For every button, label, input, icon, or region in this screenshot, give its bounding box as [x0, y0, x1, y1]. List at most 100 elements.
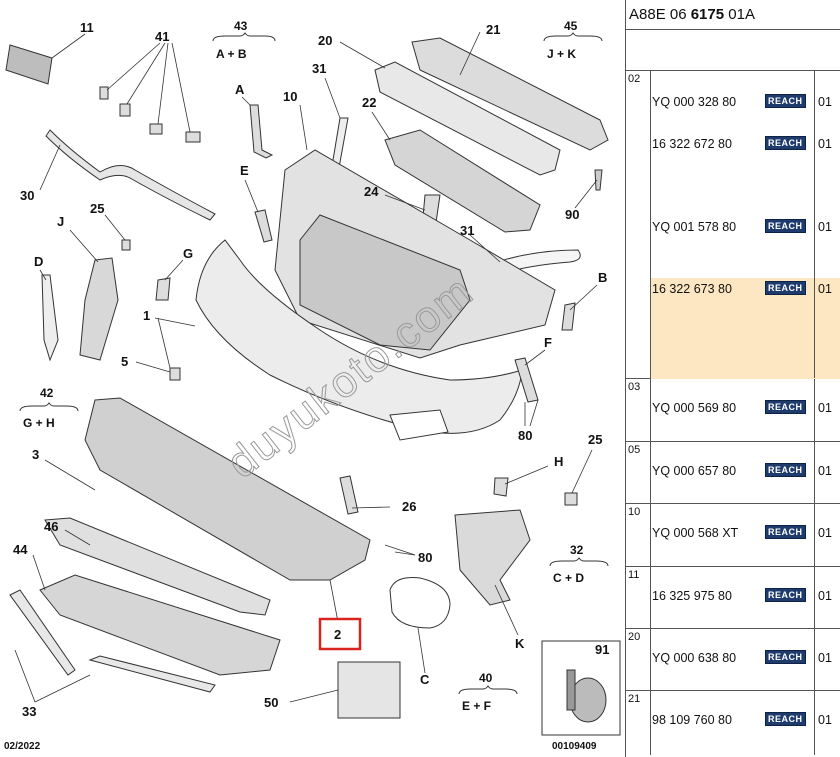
reach-badge: REACH: [765, 219, 806, 233]
column-divider: [650, 71, 651, 378]
part-row[interactable]: YQ 000 328 80 REACH 01: [652, 93, 840, 111]
part-number[interactable]: 16 325 975 80: [652, 589, 732, 603]
group-42-num: 42: [40, 386, 54, 400]
part-row[interactable]: 16 325 975 80 REACH 01: [652, 587, 840, 605]
callout-41: 41: [155, 29, 169, 44]
part-number[interactable]: 98 109 760 80: [652, 713, 732, 727]
parts-group-03: 03 YQ 000 569 80 REACH 01: [626, 379, 840, 442]
part-number[interactable]: YQ 000 638 80: [652, 651, 737, 665]
part-26-bracket: [339, 475, 359, 515]
exploded-parts-diagram: duyukoto.com 11 41 20 21 31 A 10 22 30 2…: [4, 19, 621, 752]
reference-header: A88E 06 6175 01A: [626, 0, 840, 30]
part-number[interactable]: 16 322 673 80: [652, 282, 732, 296]
part-number[interactable]: YQ 001 578 80: [652, 220, 737, 234]
part-row[interactable]: 98 109 760 80 REACH 01: [652, 711, 840, 729]
group-number: 21: [628, 693, 641, 705]
group-32-letters: C + D: [553, 571, 584, 585]
part-K-bracket: [454, 509, 531, 606]
part-row[interactable]: YQ 000 569 80 REACH 01: [652, 399, 840, 417]
column-divider: [650, 379, 651, 441]
column-divider: [650, 691, 651, 755]
column-divider: [814, 504, 815, 566]
part-row[interactable]: YQ 000 638 80 REACH 01: [652, 649, 840, 667]
parts-group-11: 11 16 325 975 80 REACH 01: [626, 567, 840, 629]
part-row[interactable]: YQ 001 578 80 REACH 01: [652, 218, 840, 236]
callout-2[interactable]: 2: [334, 627, 341, 642]
part-41-clip: [149, 123, 163, 135]
reach-badge: REACH: [765, 525, 806, 539]
callout-E: E: [240, 163, 249, 178]
part-row[interactable]: 16 322 672 80 REACH 01: [652, 135, 840, 153]
parts-group-05: 05 YQ 000 657 80 REACH 01: [626, 442, 840, 504]
part-41-clip: [99, 86, 109, 100]
callout-80-upper: 80: [518, 428, 532, 443]
part-number[interactable]: YQ 000 328 80: [652, 95, 737, 109]
reach-badge: REACH: [765, 588, 806, 602]
part-row[interactable]: YQ 000 657 80 REACH 01: [652, 462, 840, 480]
callout-80-lower: 80: [418, 550, 432, 565]
callout-21: 21: [486, 22, 500, 37]
column-divider: [650, 442, 651, 503]
group-number: 10: [628, 506, 641, 518]
part-quantity: 01: [818, 713, 832, 727]
group-number: 11: [628, 569, 640, 581]
reach-badge: REACH: [765, 281, 806, 295]
part-quantity: 01: [818, 401, 832, 415]
callout-20: 20: [318, 33, 332, 48]
reach-badge: REACH: [765, 400, 806, 414]
highlight-box[interactable]: [318, 617, 362, 651]
part-quantity: 01: [818, 282, 832, 296]
callout-1: 1: [143, 308, 150, 323]
group-43-letters: A + B: [216, 47, 247, 61]
part-B: [561, 302, 576, 331]
brace-icon: [212, 32, 276, 42]
group-40-num: 40: [479, 671, 493, 685]
column-divider: [650, 629, 651, 690]
column-divider: [650, 567, 651, 628]
part-quantity: 01: [818, 651, 832, 665]
part-D-strip: [41, 274, 59, 362]
part-number[interactable]: YQ 000 568 XT: [652, 526, 739, 540]
callout-31: 31: [312, 61, 326, 76]
parts-group-21: 21 98 109 760 80 REACH 01: [626, 691, 840, 755]
brace-icon: [458, 685, 518, 695]
column-divider: [814, 442, 815, 503]
parts-group-02: 02 YQ 000 328 80 REACH 01 16 322 672 80 …: [626, 71, 840, 379]
callout-3: 3: [32, 447, 39, 462]
group-40-letters: E + F: [462, 699, 491, 713]
group-45-letters: J + K: [547, 47, 576, 61]
part-number[interactable]: 16 322 672 80: [652, 137, 732, 151]
part-21-reinforcement-beam: [411, 37, 609, 151]
callout-46: 46: [44, 519, 58, 534]
callout-50: 50: [264, 695, 278, 710]
part-C-fog-trim: [389, 577, 451, 629]
reference-prefix: A88E 06: [629, 6, 691, 23]
group-number: 02: [628, 73, 641, 85]
callout-31-ring: 31: [460, 223, 474, 238]
callout-D: D: [34, 254, 43, 269]
part-quantity: 01: [818, 464, 832, 478]
callout-11: 11: [80, 20, 94, 35]
group-number: 05: [628, 444, 641, 456]
callout-25-lower: 25: [588, 432, 602, 447]
part-11-plate: [5, 44, 53, 85]
diagram-canvas: duyukoto.com 11 41 20 21 31 A 10 22 30 2…: [4, 19, 621, 752]
part-row[interactable]: YQ 000 568 XT REACH 01: [652, 524, 840, 542]
part-row-selected[interactable]: 16 322 673 80 REACH 01: [652, 280, 840, 298]
part-quantity: 01: [818, 526, 832, 540]
column-divider: [814, 629, 815, 690]
reach-badge: REACH: [765, 650, 806, 664]
part-46-lower-trim: [44, 517, 271, 616]
column-divider: [814, 567, 815, 628]
part-5-clip: [169, 367, 181, 381]
leader-lines: [14, 31, 598, 703]
part-25-clip: [564, 492, 578, 506]
part-1-bumper-vent: [389, 409, 449, 441]
part-number[interactable]: YQ 000 569 80: [652, 401, 737, 415]
part-44-skid-plate: [39, 574, 281, 676]
part-J-bracket: [79, 257, 119, 361]
reference-suffix: 01A: [724, 6, 755, 23]
part-number[interactable]: YQ 000 657 80: [652, 464, 737, 478]
part-91-bolt-shank: [566, 669, 576, 711]
part-G: [155, 277, 171, 301]
